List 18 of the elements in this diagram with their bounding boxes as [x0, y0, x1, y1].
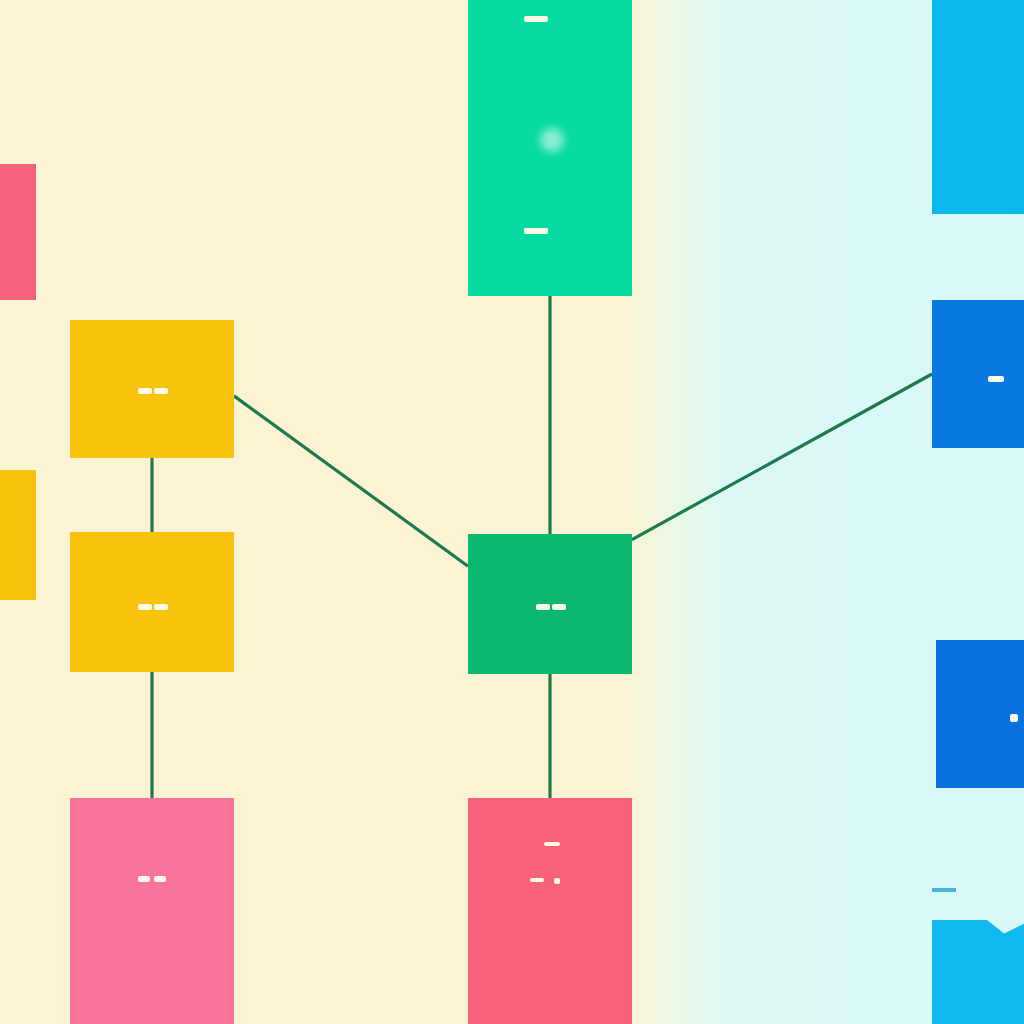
box-node [932, 300, 1024, 448]
box-node [468, 798, 632, 1024]
connector-line [233, 394, 469, 568]
connector-line [631, 372, 933, 541]
connector-line [150, 458, 154, 532]
connector-line [150, 672, 154, 798]
connector-line [548, 674, 552, 798]
box-node [70, 798, 234, 1024]
box-node [70, 320, 234, 458]
box-node [70, 532, 234, 672]
box-node [468, 534, 632, 674]
box-node [0, 470, 36, 600]
box-node [468, 0, 632, 296]
box-node [932, 920, 1024, 1024]
box-node [936, 640, 1024, 788]
box-node [932, 0, 1024, 214]
connector-line [548, 296, 552, 534]
box-node [0, 164, 36, 300]
